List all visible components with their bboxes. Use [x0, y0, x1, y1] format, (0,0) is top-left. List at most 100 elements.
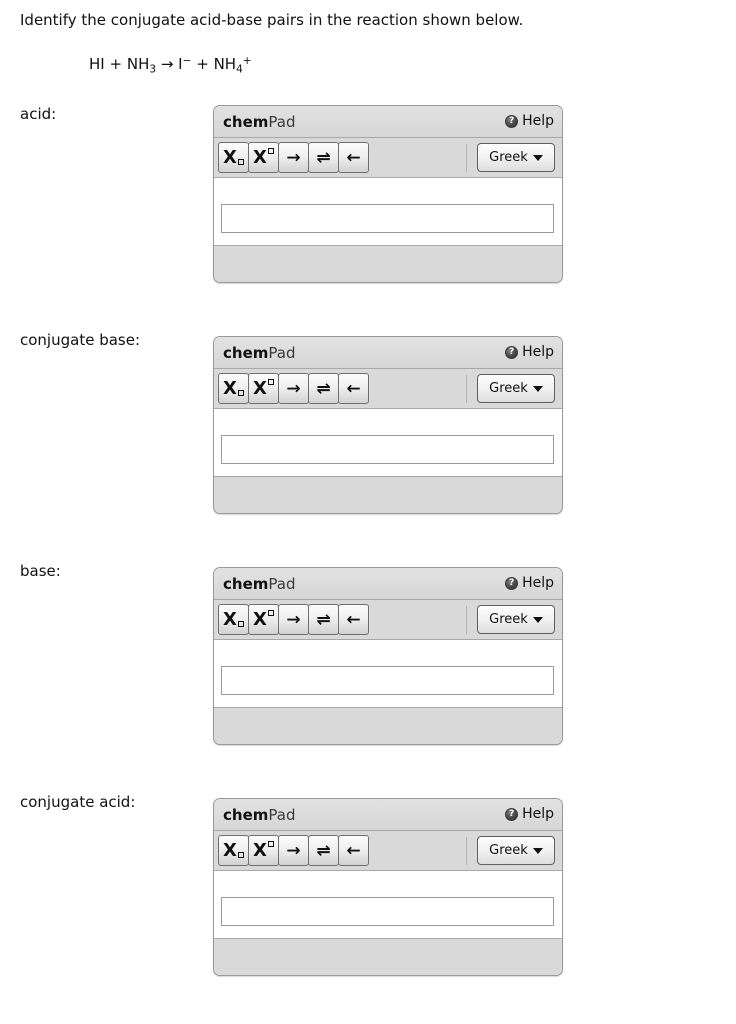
chempad-titlebar: chemPad Help: [214, 106, 562, 138]
chempad-brand-bold: chem: [223, 575, 269, 593]
equilibrium-arrow-button[interactable]: ⇌: [308, 142, 339, 173]
chevron-down-icon: [532, 616, 543, 623]
superscript-button[interactable]: X: [248, 604, 279, 635]
answer-input[interactable]: [221, 204, 554, 233]
equation-plus-1: +: [109, 55, 123, 73]
placeholder-box-icon: [237, 620, 244, 627]
help-label: Help: [522, 344, 554, 360]
x-glyph: X: [253, 378, 267, 399]
left-arrow-button[interactable]: ←: [338, 373, 369, 404]
chempad-brand: chemPad: [223, 112, 295, 132]
left-arrow-button[interactable]: ←: [338, 142, 369, 173]
chempad-footer: [214, 477, 562, 513]
help-label: Help: [522, 575, 554, 591]
equilibrium-arrow-button[interactable]: ⇌: [308, 835, 339, 866]
i-base: I: [178, 55, 183, 73]
equilibrium-arrow-button[interactable]: ⇌: [308, 373, 339, 404]
help-label: Help: [522, 113, 554, 129]
answer-input[interactable]: [221, 666, 554, 695]
x-glyph: X: [253, 840, 267, 861]
answer-row-label: acid:: [20, 105, 57, 123]
chempad-brand-bold: chem: [223, 344, 269, 362]
help-button[interactable]: Help: [505, 343, 554, 361]
answer-row-label: base:: [20, 562, 61, 580]
placeholder-box-icon: [267, 609, 274, 616]
chempad-brand-light: Pad: [268, 806, 296, 824]
chempad-input-area: [214, 178, 562, 246]
right-arrow-button[interactable]: →: [278, 142, 309, 173]
greek-dropdown-label: Greek: [489, 150, 528, 165]
equation-plus-2: +: [196, 55, 209, 73]
subscript-button[interactable]: X: [218, 373, 249, 404]
chempad-input-area: [214, 409, 562, 477]
help-button[interactable]: Help: [505, 112, 554, 130]
subscript-button[interactable]: X: [218, 142, 249, 173]
question-circle-icon: [505, 576, 519, 590]
chempad-brand-light: Pad: [268, 113, 296, 131]
answer-row-label: conjugate acid:: [20, 793, 136, 811]
right-arrow-button[interactable]: →: [278, 604, 309, 635]
chempad-input-area: [214, 871, 562, 939]
x-glyph: X: [223, 147, 237, 168]
greek-dropdown-label: Greek: [489, 612, 528, 627]
chevron-down-icon: [532, 847, 543, 854]
answer-input[interactable]: [221, 897, 554, 926]
right-arrow-button[interactable]: →: [278, 835, 309, 866]
help-button[interactable]: Help: [505, 574, 554, 592]
placeholder-box-icon: [237, 389, 244, 396]
placeholder-box-icon: [267, 840, 274, 847]
nh4-subscript: 4: [236, 63, 243, 76]
greek-dropdown[interactable]: Greek: [477, 605, 555, 634]
chempad-brand-bold: chem: [223, 806, 269, 824]
greek-dropdown[interactable]: Greek: [477, 143, 555, 172]
equation-product-ammonium: NH4+: [213, 55, 252, 76]
superscript-button[interactable]: X: [248, 142, 279, 173]
greek-dropdown-label: Greek: [489, 381, 528, 396]
chempad-widget: chemPadHelpXX →⇌← Greek: [213, 336, 563, 514]
page-title: Identify the conjugate acid-base pairs i…: [20, 11, 524, 29]
placeholder-box-icon: [267, 147, 274, 154]
help-button[interactable]: Help: [505, 805, 554, 823]
chempad-footer: [214, 246, 562, 282]
left-arrow-button[interactable]: ←: [338, 835, 369, 866]
answer-input[interactable]: [221, 435, 554, 464]
chempad-titlebar: chemPad Help: [214, 799, 562, 831]
x-glyph: X: [253, 147, 267, 168]
help-label: Help: [522, 806, 554, 822]
equation-product-iodide: I−: [178, 55, 191, 73]
placeholder-box-icon: [267, 378, 274, 385]
i-minus-superscript: −: [182, 54, 192, 67]
subscript-button[interactable]: X: [218, 604, 249, 635]
right-arrow-button[interactable]: →: [278, 373, 309, 404]
chempad-titlebar: chemPadHelp: [214, 337, 562, 369]
equilibrium-arrow-button[interactable]: ⇌: [308, 604, 339, 635]
x-glyph: X: [253, 609, 267, 630]
superscript-button[interactable]: X: [248, 373, 279, 404]
x-glyph: X: [223, 378, 237, 399]
toolbar-divider: [466, 375, 467, 403]
nh-base-2: NH: [213, 55, 237, 73]
left-arrow-button[interactable]: ←: [338, 604, 369, 635]
chevron-down-icon: [532, 385, 543, 392]
answer-row-label: conjugate base:: [20, 331, 141, 349]
equation-reactant-nh3: NH3: [127, 55, 157, 76]
chempad-brand: chemPad: [223, 574, 295, 594]
reaction-equation: HI + NH3 → I− + NH4+: [89, 54, 252, 76]
superscript-button[interactable]: X: [248, 835, 279, 866]
toolbar-divider: [466, 606, 467, 634]
nh3-subscript: 3: [149, 63, 157, 76]
question-circle-icon: [505, 114, 519, 128]
greek-dropdown[interactable]: Greek: [477, 374, 555, 403]
greek-dropdown[interactable]: Greek: [477, 836, 555, 865]
x-glyph: X: [223, 840, 237, 861]
subscript-button[interactable]: X: [218, 835, 249, 866]
chempad-input-area: [214, 640, 562, 708]
